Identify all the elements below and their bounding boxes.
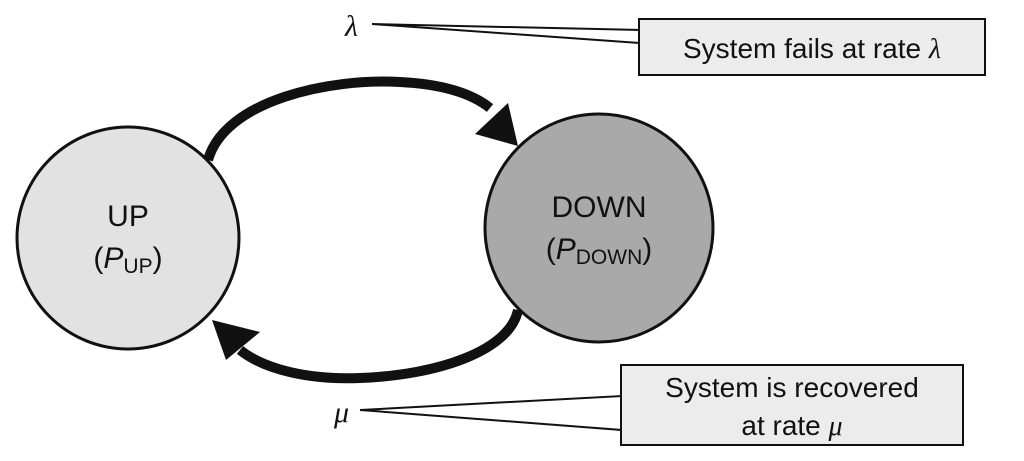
failure-callout-pointer [371,23,641,45]
state-up-name: UP [107,200,149,233]
failure-arrowhead [475,103,518,146]
state-up-circle [15,125,241,351]
recovery-callout-box [620,364,964,446]
failure-transition [203,76,518,162]
state-down-probability: (PDOWN) [546,233,653,269]
failure-callout-text: System fails at rate λ [683,33,941,65]
recovery-arc [236,308,523,384]
recovery-callout-line1: System is recovered [665,372,919,403]
recovery-callout-pointer [359,394,623,432]
recovery-arrowhead [212,320,260,360]
recovery-rate-symbol: μ [333,396,349,429]
state-up: UP (PUP) [15,125,241,351]
failure-arc [203,76,494,162]
recovery-callout: μ System is recovered at rate μ [333,364,964,446]
failure-callout: λ System fails at rate λ [344,10,986,76]
state-down: DOWN (PDOWN) [483,112,715,344]
state-down-circle [483,112,715,344]
recovery-callout-line2: at rate μ [741,410,842,442]
state-down-name: DOWN [552,191,647,224]
failure-callout-box [638,18,986,76]
state-up-probability: (PUP) [93,242,162,278]
failure-rate-symbol: λ [344,10,358,43]
recovery-transition [212,308,523,384]
